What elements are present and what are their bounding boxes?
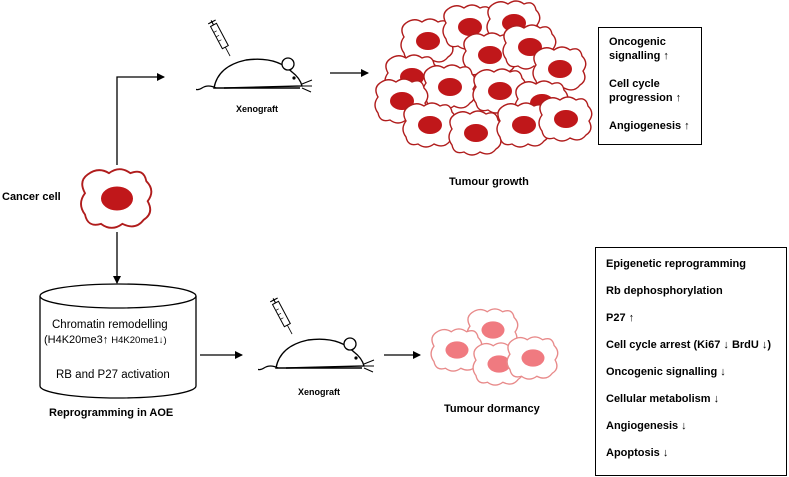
chromatin-cylinder (39, 283, 197, 399)
growth-item: progression ↑ (609, 92, 682, 104)
syringe-icon-top (206, 18, 235, 59)
arrow-cell-to-xenograft-top (116, 73, 165, 165)
mouse-icon-bottom (258, 337, 375, 373)
mark-h4k20me1: H4K20me1↓) (111, 335, 167, 346)
tumour-dormancy-label: Tumour dormancy (444, 403, 540, 415)
cylinder-line-chromatin: Chromatin remodelling (52, 319, 168, 331)
xenograft-top-label: Xenograft (236, 104, 279, 114)
growth-item: Oncogenic (609, 36, 666, 48)
dormancy-item: P27 ↑ (606, 312, 635, 324)
tumour-growth-label: Tumour growth (449, 176, 529, 188)
dormancy-item: Rb dephosphorylation (606, 285, 723, 297)
xenograft-bottom-label: Xenograft (298, 387, 341, 397)
tumour-dormancy-cluster (430, 308, 559, 386)
syringe-icon-bottom (268, 296, 297, 337)
dormancy-item: Cellular metabolism ↓ (606, 393, 720, 405)
growth-item: signalling ↑ (609, 50, 669, 62)
growth-item: Cell cycle (609, 78, 660, 90)
growth-item: Angiogenesis ↑ (609, 120, 690, 132)
reprogramming-label: Reprogramming in AOE (49, 407, 174, 419)
mouse-icon-top (196, 57, 313, 93)
dormancy-item: Oncogenic signalling ↓ (606, 366, 726, 378)
mark-h4k20me3: (H4K20me3↑ (44, 334, 112, 346)
cylinder-line-marks: (H4K20me3↑ H4K20me1↓) (44, 334, 167, 346)
dormancy-item: Cell cycle arrest (Ki67 ↓ BrdU ↓) (606, 339, 772, 351)
cancer-cell-icon (80, 168, 153, 229)
tumour-dormancy-box: Epigenetic reprogramming Rb dephosphoryl… (595, 247, 787, 476)
dormancy-item: Epigenetic reprogramming (606, 258, 746, 270)
cancer-cell-label: Cancer cell (2, 191, 61, 203)
tumour-growth-cluster (374, 0, 593, 156)
tumour-growth-box: Oncogenic signalling ↑ Cell cycle progre… (598, 27, 702, 145)
dormancy-item: Angiogenesis ↓ (606, 420, 687, 432)
dormancy-item: Apoptosis ↓ (606, 447, 669, 459)
cylinder-line-activation: RB and P27 activation (56, 369, 170, 381)
